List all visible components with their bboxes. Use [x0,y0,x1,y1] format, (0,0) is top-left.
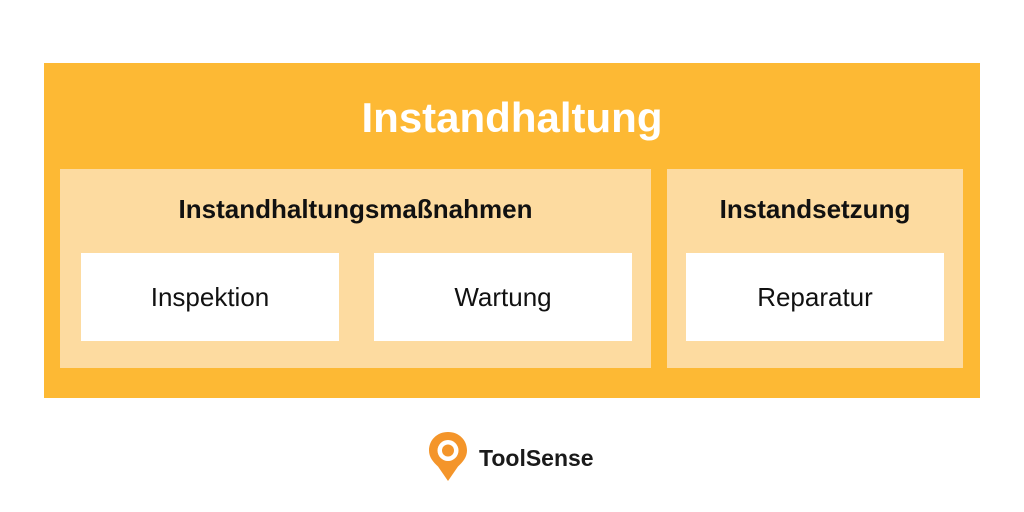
card-inspektion: Inspektion [81,253,339,341]
brand-name: ToolSense [479,445,594,471]
card-reparatur: Reparatur [686,253,944,341]
group-title-instandsetzung: Instandsetzung [719,194,911,224]
group-title-instandhaltungsmassnahmen: Instandhaltungsmaßnahmen [178,194,533,224]
card-label: Reparatur [757,281,873,312]
toolsense-logo: ToolSense [427,431,594,483]
card-wartung: Wartung [374,253,632,341]
map-pin-logo-icon [429,432,467,481]
card-label: Wartung [454,281,552,312]
card-label: Inspektion [150,281,270,312]
diagram-title: Instandhaltung [361,94,663,141]
